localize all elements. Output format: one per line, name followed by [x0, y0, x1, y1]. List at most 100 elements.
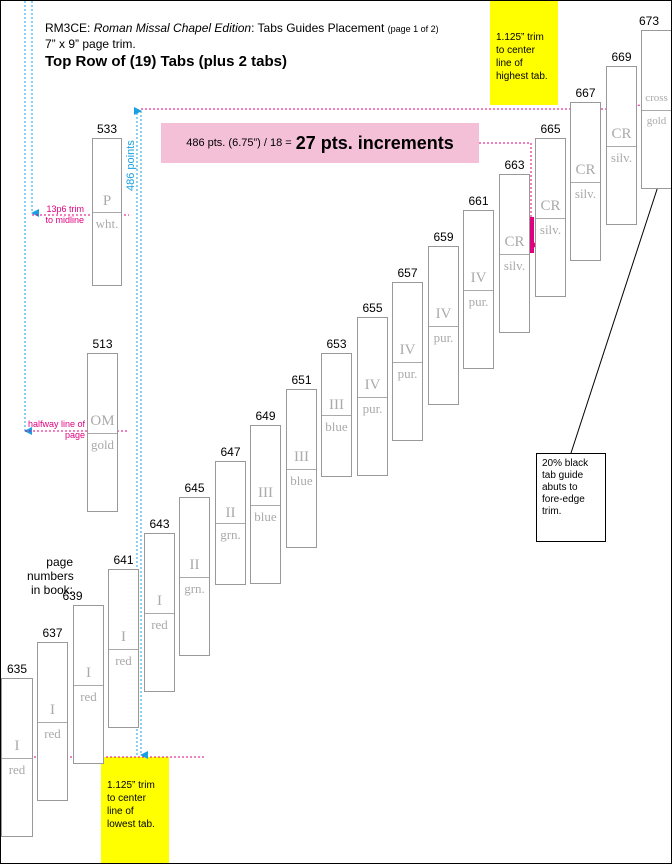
tab-midline [393, 361, 422, 363]
page-number-635: 635 [6, 662, 28, 676]
tab-midline [464, 289, 493, 291]
tab-color: pur. [433, 330, 454, 346]
tab-color: silv. [610, 150, 633, 166]
tab-numeral: P [102, 193, 112, 210]
tab-midline [429, 325, 458, 327]
formula-text: 486 pts. (6.75”) / 18 = [186, 137, 292, 149]
tab-midline [287, 468, 316, 470]
tab-midline [216, 523, 245, 524]
tab-guide-667: CR silv. [570, 102, 601, 261]
tab-color: grn. [184, 581, 205, 597]
tab-numeral: I [157, 593, 162, 610]
tab-numeral: I [50, 702, 55, 719]
tab-numeral: CR [575, 162, 596, 179]
tab-color: red [8, 762, 26, 778]
tab-midline [322, 415, 351, 416]
page-number-637: 637 [42, 626, 63, 640]
page-number-643: 643 [149, 517, 170, 531]
tab-guide-647: II grn. [215, 461, 246, 585]
page-number-669: 669 [611, 50, 632, 64]
tab-midline [38, 721, 67, 723]
tab-midline [500, 253, 529, 255]
page-number-659: 659 [433, 230, 454, 244]
fore-edge-callout: 20% black tab guide abuts to fore-edge t… [536, 453, 606, 542]
page-number-667: 667 [575, 86, 596, 100]
tab-color: pur. [468, 294, 489, 310]
tab-midline [93, 212, 121, 213]
tab-color: grn. [220, 526, 241, 542]
tab-numeral: CR [611, 126, 632, 143]
halfway-note: halfway line of page [27, 419, 85, 440]
tab-midline [358, 396, 387, 398]
page-note: (page 1 of 2) [387, 24, 439, 34]
sheet-title: : Tabs Guides Placement [251, 21, 388, 35]
midline-note: 13p6 trim to midline [45, 204, 84, 225]
tab-numeral: II [225, 504, 236, 521]
tab-color: pur. [397, 366, 418, 382]
tab-numeral: I [14, 738, 20, 755]
tab-midline [2, 757, 32, 759]
page-number-663: 663 [504, 158, 525, 172]
tab-midline [607, 145, 636, 147]
page-number-649: 649 [255, 409, 276, 423]
tab-numeral: IV [435, 306, 452, 323]
page-number-639: 639 [62, 589, 83, 603]
tab-numeral: CR [540, 198, 561, 215]
tab-midline [180, 576, 209, 578]
page-number-665: 665 [540, 122, 561, 136]
tab-midline [536, 217, 565, 219]
tab-color: silv. [503, 258, 526, 274]
tab-guide-655: IV pur. [357, 317, 388, 476]
tab-numeral: IV [364, 377, 381, 394]
page-number-533: 533 [96, 122, 118, 136]
tab-color: pur. [362, 401, 383, 417]
tab-guide-661: IV pur. [463, 210, 494, 369]
tab-numeral: III [294, 449, 309, 466]
callout-arrow [570, 167, 666, 454]
tab-numeral: OM [90, 413, 115, 430]
page-number-645: 645 [184, 481, 205, 495]
tab-guide-645: II grn. [179, 497, 210, 656]
tab-color: red [115, 653, 132, 669]
tab-numeral: IV [399, 342, 416, 359]
page-number-513: 513 [92, 337, 113, 351]
tab-numeral: II [189, 557, 200, 574]
page-number-661: 661 [468, 194, 489, 208]
tab-color: silv. [539, 222, 562, 238]
page-numbers-caption: page numbers in book: [27, 555, 74, 597]
book-title: Roman Missal Chapel Edition [93, 21, 252, 35]
doc-code: RM3CE: [45, 21, 94, 35]
page-number-641: 641 [113, 553, 134, 567]
tab-color: wht. [95, 216, 119, 232]
trim-size: 7” x 9” page trim. [45, 37, 136, 51]
tab-midline [145, 612, 174, 614]
page-number-651: 651 [291, 373, 312, 387]
tab-color: silv. [574, 186, 597, 202]
page-number-655: 655 [362, 301, 383, 315]
tab-numeral: IV [470, 270, 487, 287]
tab-midline [109, 648, 138, 650]
page-number-673: 673 [638, 14, 660, 28]
increment-result: 27 pts. increments [295, 132, 454, 153]
tab-guide-659: IV pur. [428, 246, 459, 405]
tab-numeral: III [329, 396, 344, 413]
tab-guide-669: CR silv. [606, 66, 637, 225]
tab-color: blue [254, 509, 277, 525]
page-title: Top Row of (19) Tabs (plus 2 tabs) [45, 53, 287, 70]
tab-guide-657: IV pur. [392, 282, 423, 441]
top-trim-note: 1.125” trim to center line of highest ta… [490, 1, 558, 105]
page-number-653: 653 [326, 337, 347, 351]
bottom-trim-note: 1.125” trim to center line of lowest tab… [101, 757, 169, 863]
tab-numeral: I [86, 665, 91, 682]
header-line: RM3CE: Roman Missal Chapel Edition: Tabs… [45, 21, 439, 35]
